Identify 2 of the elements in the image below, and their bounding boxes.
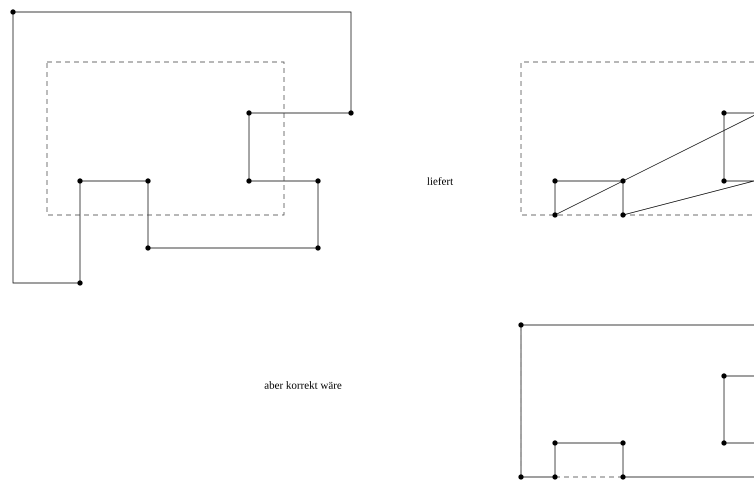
caption-text: aber korrekt wäre xyxy=(264,381,342,389)
caption-text: liefert xyxy=(427,177,454,185)
